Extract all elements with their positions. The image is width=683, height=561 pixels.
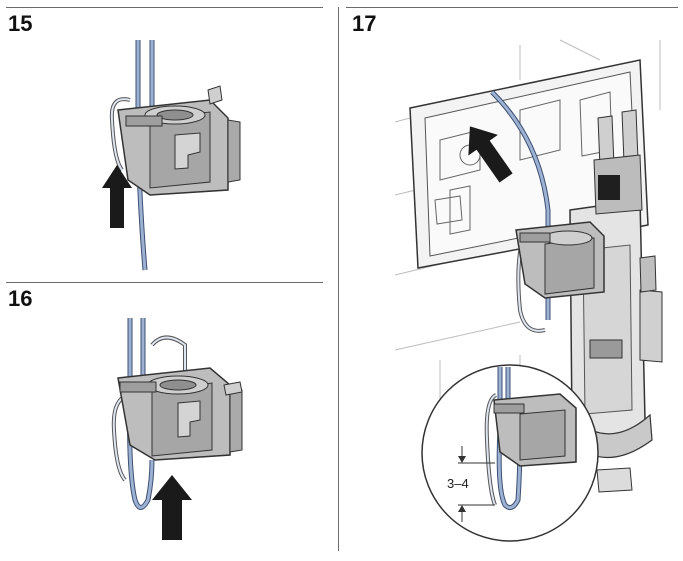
detail-callout: [421, 364, 599, 542]
up-arrow-icon: [468, 126, 513, 183]
step-number-16: 16: [8, 286, 33, 311]
top-rule-right: [346, 7, 678, 8]
up-arrow-icon: [152, 475, 192, 540]
step-15-illustration: [102, 40, 241, 271]
step-number-15: 15: [8, 11, 33, 36]
middle-rule-left: [6, 282, 323, 283]
dimension-label: 3–4: [447, 476, 469, 491]
up-arrow-icon: [102, 165, 132, 228]
column-divider: [338, 7, 339, 551]
step-16-illustration: [111, 318, 243, 540]
top-rule-left: [6, 7, 323, 8]
step-17-illustration: [394, 39, 663, 542]
step-number-17: 17: [352, 11, 377, 36]
